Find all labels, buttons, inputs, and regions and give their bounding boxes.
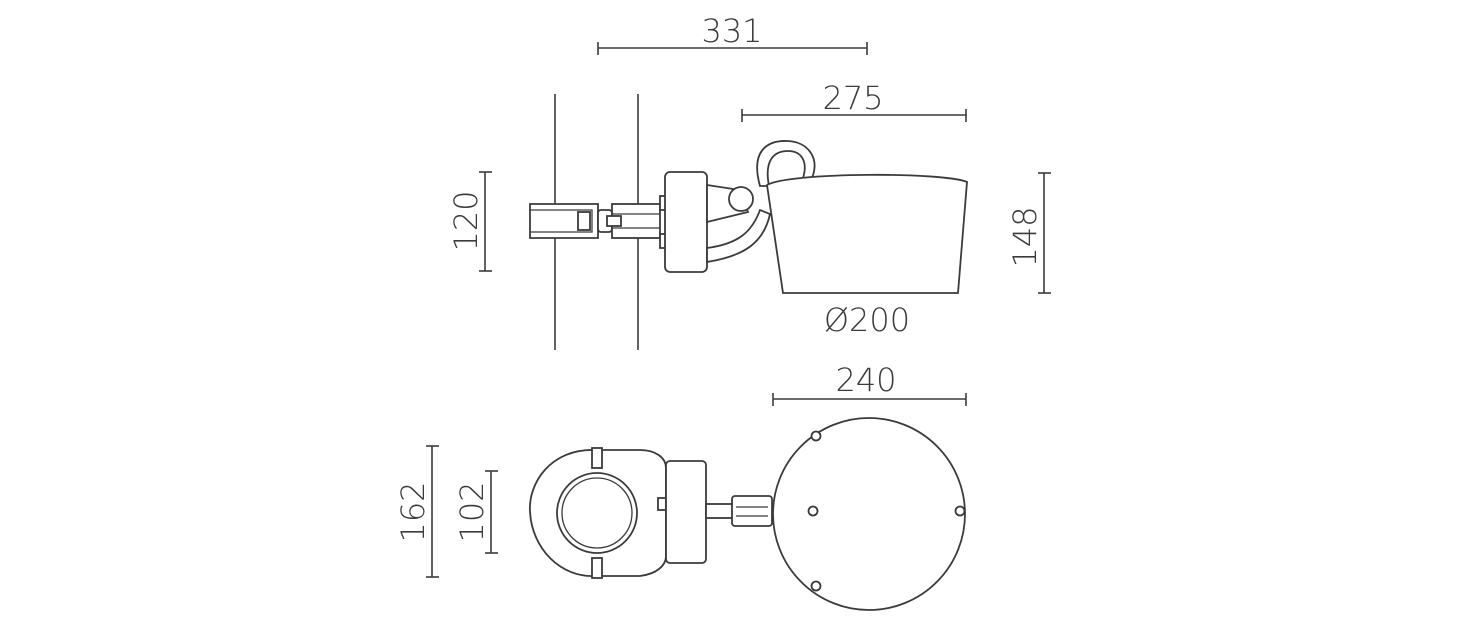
mount-plate <box>664 171 708 273</box>
top-mount-plate <box>665 460 707 564</box>
label-overall-length: 331 <box>701 12 762 50</box>
clamp-ring <box>529 447 667 579</box>
dim-shade-length: 275 <box>741 79 967 122</box>
dim-shade-height: 148 <box>1006 172 1051 294</box>
dim-ring-outer: 162 <box>394 445 439 578</box>
screw-hole-middle <box>807 505 819 517</box>
label-ring-inner: 102 <box>453 481 491 542</box>
lamp-shade <box>766 173 968 294</box>
pivot-knob <box>728 186 754 212</box>
label-shade-diameter: Ø200 <box>824 301 910 339</box>
screw-hole-right <box>954 505 966 517</box>
clamp-bracket <box>529 195 667 249</box>
arm <box>706 183 772 264</box>
dim-overall-length: 331 <box>597 12 868 55</box>
label-clamp-height: 120 <box>447 190 485 251</box>
top-arm <box>705 495 777 527</box>
screw-hole-top <box>810 430 822 442</box>
dim-ring-inner: 102 <box>453 470 498 554</box>
dim-top-width: 240 <box>772 361 967 406</box>
top-view: 240 162 102 <box>394 361 967 611</box>
side-view: 331 275 120 148 <box>447 12 1051 350</box>
label-shade-height: 148 <box>1006 206 1044 267</box>
shade-top-disc <box>772 417 966 611</box>
dim-clamp-height: 120 <box>447 171 492 272</box>
label-ring-outer: 162 <box>394 481 432 542</box>
screw-hole-bottom <box>810 580 822 592</box>
label-top-width: 240 <box>835 361 896 399</box>
label-shade-length: 275 <box>822 79 883 117</box>
